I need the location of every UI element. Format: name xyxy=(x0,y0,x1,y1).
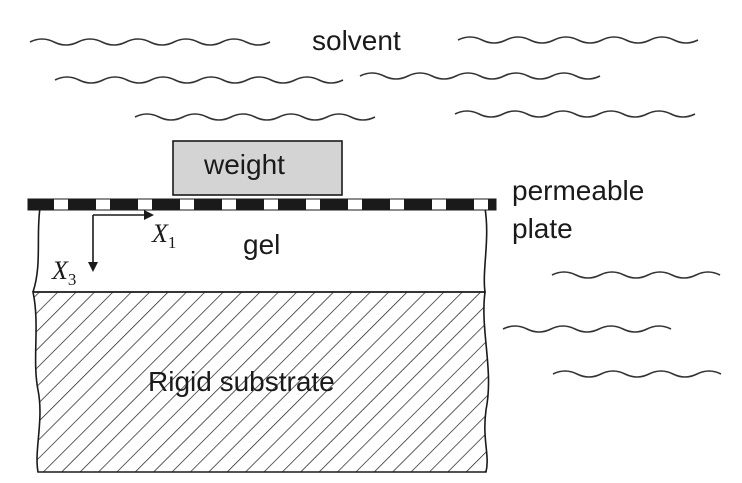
permeable-plate-label-line1: permeable xyxy=(512,175,644,206)
plate-segment xyxy=(68,199,96,210)
permeable-plate-label-line2: plate xyxy=(512,213,573,244)
plate-segment xyxy=(446,199,474,210)
solvent-wave xyxy=(457,36,699,44)
x3-axis-label: X3 xyxy=(51,256,76,289)
plate-segment xyxy=(194,199,222,210)
x3-subscript: 3 xyxy=(68,270,77,289)
plate-segment xyxy=(488,199,496,210)
solvent-wave xyxy=(502,325,672,333)
coordinate-axes xyxy=(88,210,154,272)
plate-segment xyxy=(28,199,54,210)
plate-segment xyxy=(278,199,306,210)
rigid-substrate-label: Rigid substrate xyxy=(148,366,335,397)
solvent-wave xyxy=(29,38,271,46)
weight-label: weight xyxy=(203,149,285,180)
solvent-wave xyxy=(359,72,601,80)
plate-segment xyxy=(152,199,180,210)
weight-block xyxy=(172,140,343,196)
x1-arrowhead xyxy=(144,210,154,220)
solvent-waves xyxy=(29,36,722,378)
plate-segment xyxy=(110,199,138,210)
solvent-wave xyxy=(134,113,376,121)
rigid-substrate xyxy=(32,291,490,473)
solvent-wave xyxy=(54,76,344,84)
gel-layer xyxy=(33,207,488,293)
permeable-plate xyxy=(27,198,497,211)
x1-letter: X xyxy=(151,219,169,248)
x3-arrowhead xyxy=(88,262,98,272)
x3-letter: X xyxy=(51,256,69,285)
x1-subscript: 1 xyxy=(168,233,177,252)
solvent-label: solvent xyxy=(312,25,401,56)
x1-axis-label: X1 xyxy=(151,219,176,252)
gel-label: gel xyxy=(243,229,280,260)
solvent-wave xyxy=(454,110,696,118)
plate-segment xyxy=(236,199,264,210)
solvent-wave xyxy=(551,271,721,279)
solvent-wave xyxy=(552,370,722,378)
gel-left-edge xyxy=(32,207,41,293)
plate-segment xyxy=(362,199,390,210)
plate-segment xyxy=(320,199,348,210)
plate-segment xyxy=(404,199,432,210)
